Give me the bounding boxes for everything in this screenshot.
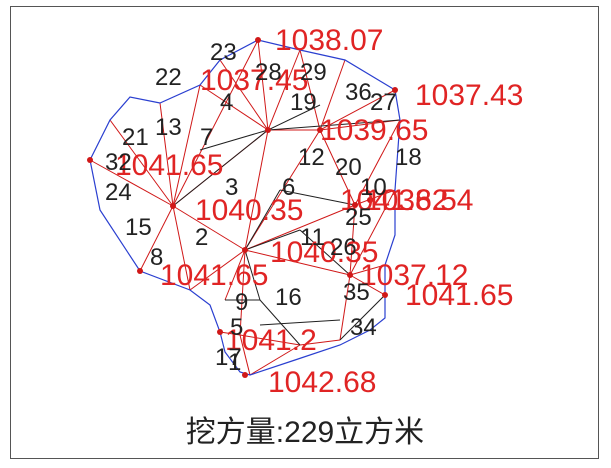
elevation-label: 1038.54 [365,184,473,217]
point-id: 27 [370,89,397,116]
elevation-label: 1040.35 [195,194,303,227]
elevation-label: 1041.2 [225,324,317,357]
survey-point [255,37,261,43]
survey-point [392,87,398,93]
point-id: 11 [300,224,325,251]
point-id: 36 [345,79,372,106]
elevation-label: 1041.62 [340,184,448,217]
point-id: 18 [395,144,422,171]
point-id: 34 [350,314,377,341]
point-id: 16 [275,284,302,311]
survey-point [217,329,223,335]
survey-point [352,202,358,208]
elevation-labels: 1038.07 1037.43 1039.65 1038.54 1037.12 … [115,24,523,399]
survey-point [367,197,373,203]
elevation-label: 1037.45 [200,64,308,97]
point-id: 4 [220,89,233,116]
point-id-labels: 22 23 24 28 29 36 27 19 13 21 32 7 4 12 … [105,39,422,376]
point-id: 25 [345,204,372,231]
point-id: 6 [282,174,295,201]
volume-summary: 挖方量:229立方米 [186,416,424,449]
elevation-label: 1039.65 [320,114,428,147]
point-id: 15 [125,214,152,241]
point-id: 2 [195,224,208,251]
survey-point [317,127,323,133]
survey-point [347,272,353,278]
point-id: 5 [230,314,243,341]
drawing-frame [10,6,599,459]
survey-point [265,127,271,133]
point-id: 8 [150,244,163,271]
point-id: 32 [105,149,132,176]
elevation-label: 1037.43 [415,79,523,112]
point-id: 35 [343,279,370,306]
point-id: 21 [122,124,149,151]
survey-points [87,37,398,378]
point-id: 22 [155,64,182,91]
survey-point [137,268,143,274]
point-id: 3 [225,174,238,201]
survey-point [170,203,176,209]
point-id: 17 [215,344,242,371]
elevation-label: 1041.65 [115,149,223,182]
point-id: 9 [235,289,248,316]
survey-point [382,292,388,298]
point-id: 26 [330,234,357,261]
survey-point [242,247,248,253]
survey-point [87,157,93,163]
point-id: 20 [335,154,362,181]
point-id: 23 [210,39,237,66]
point-id: 13 [155,114,182,141]
point-id: 24 [105,179,132,206]
point-id: 7 [200,124,213,151]
tin-black-edges [172,104,401,346]
elevation-label: 1037.12 [360,259,468,292]
point-id: 29 [300,59,327,86]
elevation-label: 1040.35 [270,236,378,269]
point-id: 19 [290,89,317,116]
point-id: 1 [228,349,241,376]
elevation-label: 1038.07 [275,24,383,57]
elevation-label: 1041.65 [160,259,268,292]
survey-point [242,372,248,378]
point-id: 12 [298,144,325,171]
elevation-label: 1042.68 [268,366,376,399]
elevation-label: 1041.65 [405,279,513,312]
survey-boundary [89,39,401,376]
point-id: 28 [255,59,282,86]
point-id: 10 [360,174,387,201]
